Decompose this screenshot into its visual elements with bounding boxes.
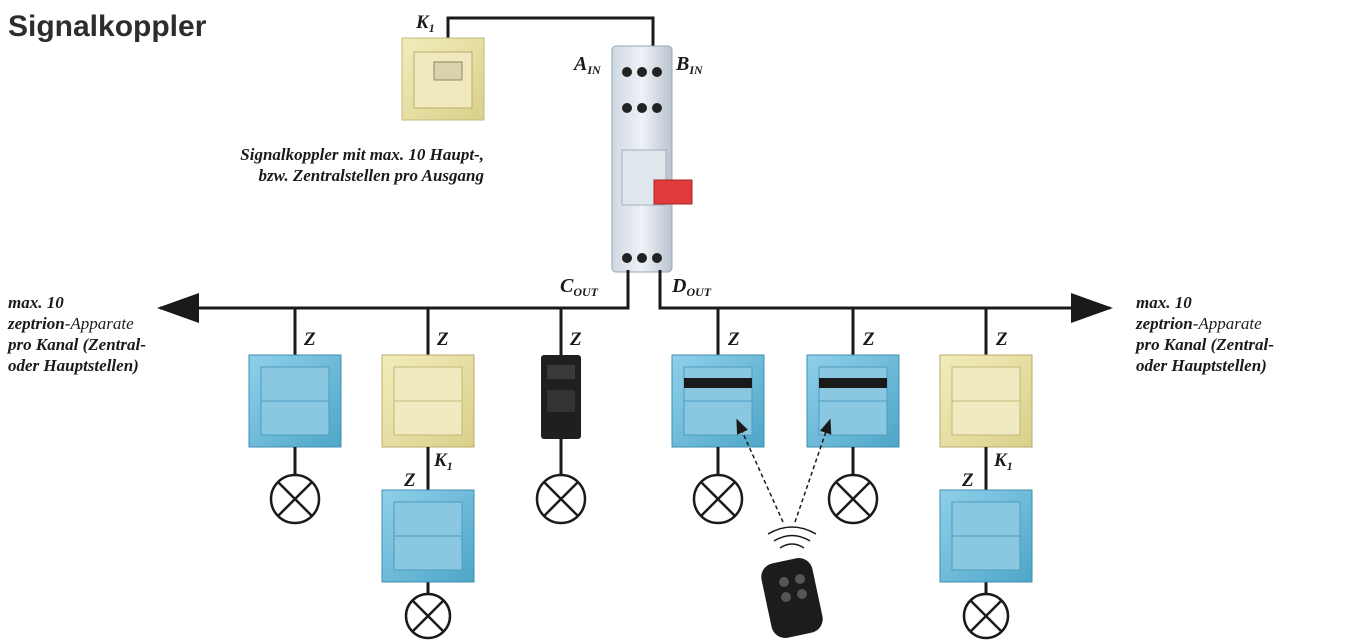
- right-note-line2: zeptrion-Apparate: [1136, 313, 1346, 334]
- lamp-icon: [827, 473, 879, 525]
- left-note-line2: zeptrion-Apparate: [8, 313, 208, 334]
- right-note-brand: zeptrion: [1136, 314, 1193, 333]
- z-label: Z: [303, 329, 316, 350]
- k1-top-label: K1: [415, 12, 435, 35]
- right-note-line3: pro Kanal (Zentral-: [1136, 335, 1274, 354]
- lamp-icon: [962, 592, 1010, 640]
- d-out-label: DOUT: [671, 275, 712, 299]
- coupler-note-line1: Signalkoppler mit max. 10 Haupt-,: [240, 145, 484, 164]
- insert-module: [541, 355, 581, 439]
- device-blue-display-1: [671, 354, 765, 448]
- right-note: max. 10 zeptrion-Apparate pro Kanal (Zen…: [1136, 292, 1346, 376]
- lamp-icon: [404, 592, 452, 640]
- device-blue-1: [248, 354, 342, 448]
- ir-waves-icon: [767, 526, 817, 549]
- device-cream-1: [381, 354, 475, 448]
- right-note-line4: oder Hauptstellen): [1136, 356, 1267, 375]
- lamp-icon: [535, 473, 587, 525]
- signal-coupler-device: [611, 45, 693, 273]
- z-label: Z: [436, 329, 449, 350]
- k1-input-wire: [446, 16, 655, 48]
- z-label: Z: [569, 329, 582, 350]
- z-label: Z: [961, 470, 974, 491]
- remote-control-icon: [761, 558, 823, 638]
- b-in-label: BIN: [675, 53, 704, 77]
- left-note-line4: oder Hauptstellen): [8, 356, 139, 375]
- left-note: max. 10 zeptrion-Apparate pro Kanal (Zen…: [8, 292, 208, 376]
- right-note-line2-rest: -Apparate: [1192, 314, 1262, 333]
- left-note-line3: pro Kanal (Zentral-: [8, 335, 146, 354]
- device-blue-sub-right: [939, 489, 1033, 583]
- device-blue-sub-left: [381, 489, 475, 583]
- coupler-note-line2: bzw. Zentralstellen pro Ausgang: [258, 166, 484, 185]
- z-label: Z: [403, 470, 416, 491]
- right-note-line1: max. 10: [1136, 293, 1192, 312]
- c-out-label: COUT: [560, 275, 599, 299]
- z-label: Z: [727, 329, 740, 350]
- d-out-bus: [658, 270, 1113, 323]
- device-blue-display-2: [806, 354, 900, 448]
- k1-left-label: K1: [433, 450, 453, 473]
- lamp-icon: [269, 473, 321, 525]
- ir-signal-arrows: [736, 418, 832, 523]
- left-note-brand: zeptrion: [8, 314, 65, 333]
- z-label: Z: [862, 329, 875, 350]
- k1-timer-device: [401, 37, 485, 121]
- a-in-label: AIN: [572, 53, 602, 77]
- coupler-note: Signalkoppler mit max. 10 Haupt-, bzw. Z…: [122, 144, 484, 186]
- lamp-icon: [692, 473, 744, 525]
- left-note-line1: max. 10: [8, 293, 64, 312]
- left-note-line2-rest: -Apparate: [64, 314, 134, 333]
- page-title: Signalkoppler: [8, 10, 207, 43]
- bus-drops: [293, 308, 988, 355]
- device-cream-2: [939, 354, 1033, 448]
- c-out-bus: [157, 270, 630, 323]
- z-label: Z: [995, 329, 1008, 350]
- k1-right-label: K1: [993, 450, 1013, 473]
